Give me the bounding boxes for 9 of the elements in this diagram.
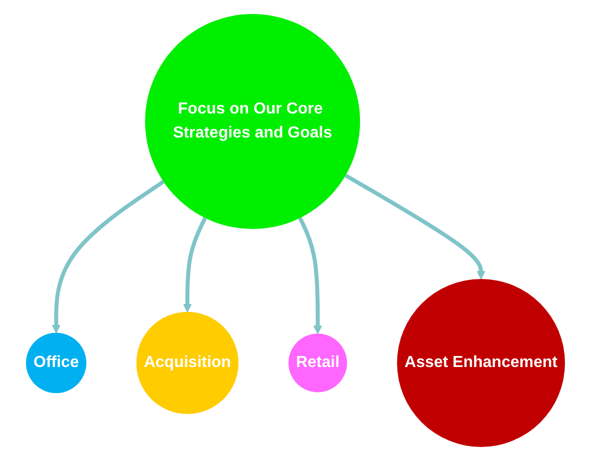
node-circle: Retail — [288, 334, 347, 392]
node-circle: Acquisition — [136, 312, 238, 414]
node-circle: Focus on Our Core Strategies and Goals — [144, 14, 360, 230]
node-circle: Asset Enhancement — [396, 279, 564, 447]
arrow — [344, 174, 485, 280]
arrow — [298, 217, 322, 334]
arrow — [51, 180, 164, 334]
node-circle: Office — [26, 332, 86, 394]
arrow — [182, 217, 206, 312]
